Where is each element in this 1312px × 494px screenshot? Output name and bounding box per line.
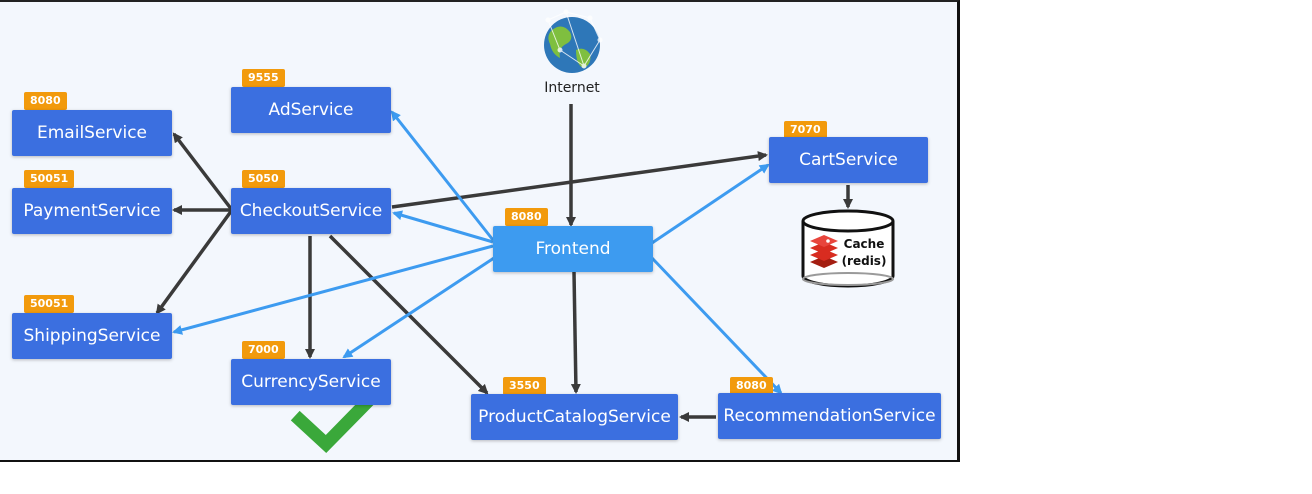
edge-frontend-shipping bbox=[172, 244, 494, 335]
email-service-node[interactable]: EmailService bbox=[12, 110, 172, 156]
email-service-port: 8080 bbox=[24, 92, 67, 110]
edge-frontend-ad bbox=[390, 110, 495, 241]
redis-icon bbox=[810, 235, 838, 268]
edge-frontend-recommendation bbox=[650, 256, 783, 395]
edge-checkout-email bbox=[172, 132, 234, 212]
currency-service-port: 7000 bbox=[242, 341, 285, 359]
edge-frontend-productcatalog bbox=[570, 271, 581, 394]
ad-service-port: 9555 bbox=[242, 69, 285, 87]
product-catalog-service-node[interactable]: ProductCatalogService bbox=[471, 394, 678, 440]
globe-icon bbox=[544, 9, 603, 73]
payment-service-node[interactable]: PaymentService bbox=[12, 188, 172, 234]
shipping-service-port: 50051 bbox=[24, 295, 75, 313]
cache-label-line1: Cache bbox=[843, 237, 885, 251]
currency-service-node[interactable]: CurrencyService bbox=[231, 359, 391, 405]
cache-label-line2: (redis) bbox=[841, 254, 887, 268]
edge-checkout-cart bbox=[391, 151, 768, 209]
edge-frontend-currency bbox=[342, 254, 498, 359]
edge-frontend-checkout bbox=[392, 210, 494, 244]
ad-service-node[interactable]: AdService bbox=[231, 87, 391, 133]
checkout-service-port: 5050 bbox=[242, 170, 285, 188]
edge-frontend-cart bbox=[651, 163, 770, 245]
edge-checkout-shipping bbox=[155, 208, 234, 315]
checkmark-icon bbox=[290, 381, 388, 454]
cart-service-node[interactable]: CartService bbox=[769, 137, 928, 183]
cart-service-port: 7070 bbox=[784, 121, 827, 139]
checkout-service-node[interactable]: CheckoutService bbox=[231, 188, 391, 234]
product-catalog-service-port: 3550 bbox=[503, 377, 546, 395]
recommendation-service-port: 8080 bbox=[730, 377, 773, 395]
frontend-node[interactable]: Frontend bbox=[493, 226, 653, 272]
shipping-service-node[interactable]: ShippingService bbox=[12, 313, 172, 359]
cache-label: Cache (redis) bbox=[836, 236, 892, 270]
recommendation-service-node[interactable]: RecommendationService bbox=[718, 393, 941, 439]
payment-service-port: 50051 bbox=[24, 170, 75, 188]
internet-label: Internet bbox=[544, 80, 600, 96]
frontend-port: 8080 bbox=[505, 208, 548, 226]
edges-layer bbox=[155, 9, 895, 454]
